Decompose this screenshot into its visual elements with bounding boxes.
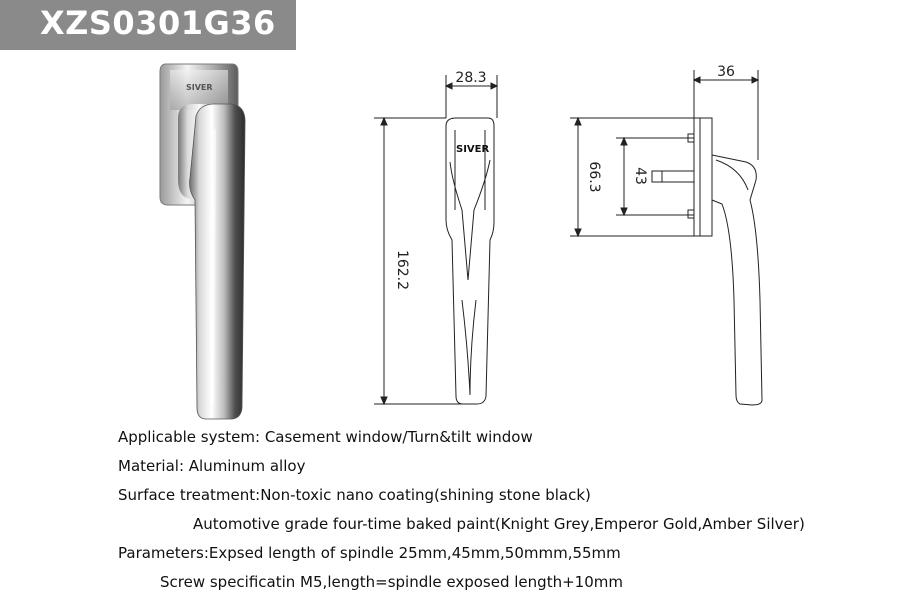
- dim-depth-side: 36: [717, 64, 735, 80]
- spec-parameters: Parameters:Expsed length of spindle 25mm…: [118, 544, 621, 562]
- spec-applicable-system: Applicable system: Casement window/Turn&…: [118, 428, 533, 446]
- drawing-logo: SIVER: [456, 144, 489, 155]
- spec-paint-options: Automotive grade four-time baked paint(K…: [193, 515, 805, 533]
- dim-length: 162.2: [394, 250, 410, 290]
- technical-drawing: SIVER SIVER: [159, 63, 763, 420]
- spec-material: Material: Aluminum alloy: [118, 457, 306, 475]
- model-number-title: XZS0301G36: [40, 4, 276, 42]
- handle-photo: SIVER: [159, 63, 246, 420]
- title-banner: XZS0301G36: [0, 0, 296, 50]
- photo-logo: SIVER: [186, 83, 213, 92]
- dim-screw-spacing: 43: [632, 167, 648, 185]
- front-view: SIVER: [374, 75, 499, 406]
- dim-width-front: 28.3: [455, 70, 486, 86]
- spec-screw: Screw specificatin M5,length=spindle exp…: [160, 573, 623, 591]
- side-view: [570, 70, 763, 406]
- spec-surface-treatment: Surface treatment:Non-toxic nano coating…: [118, 486, 591, 504]
- dim-base-height: 66.3: [586, 161, 602, 192]
